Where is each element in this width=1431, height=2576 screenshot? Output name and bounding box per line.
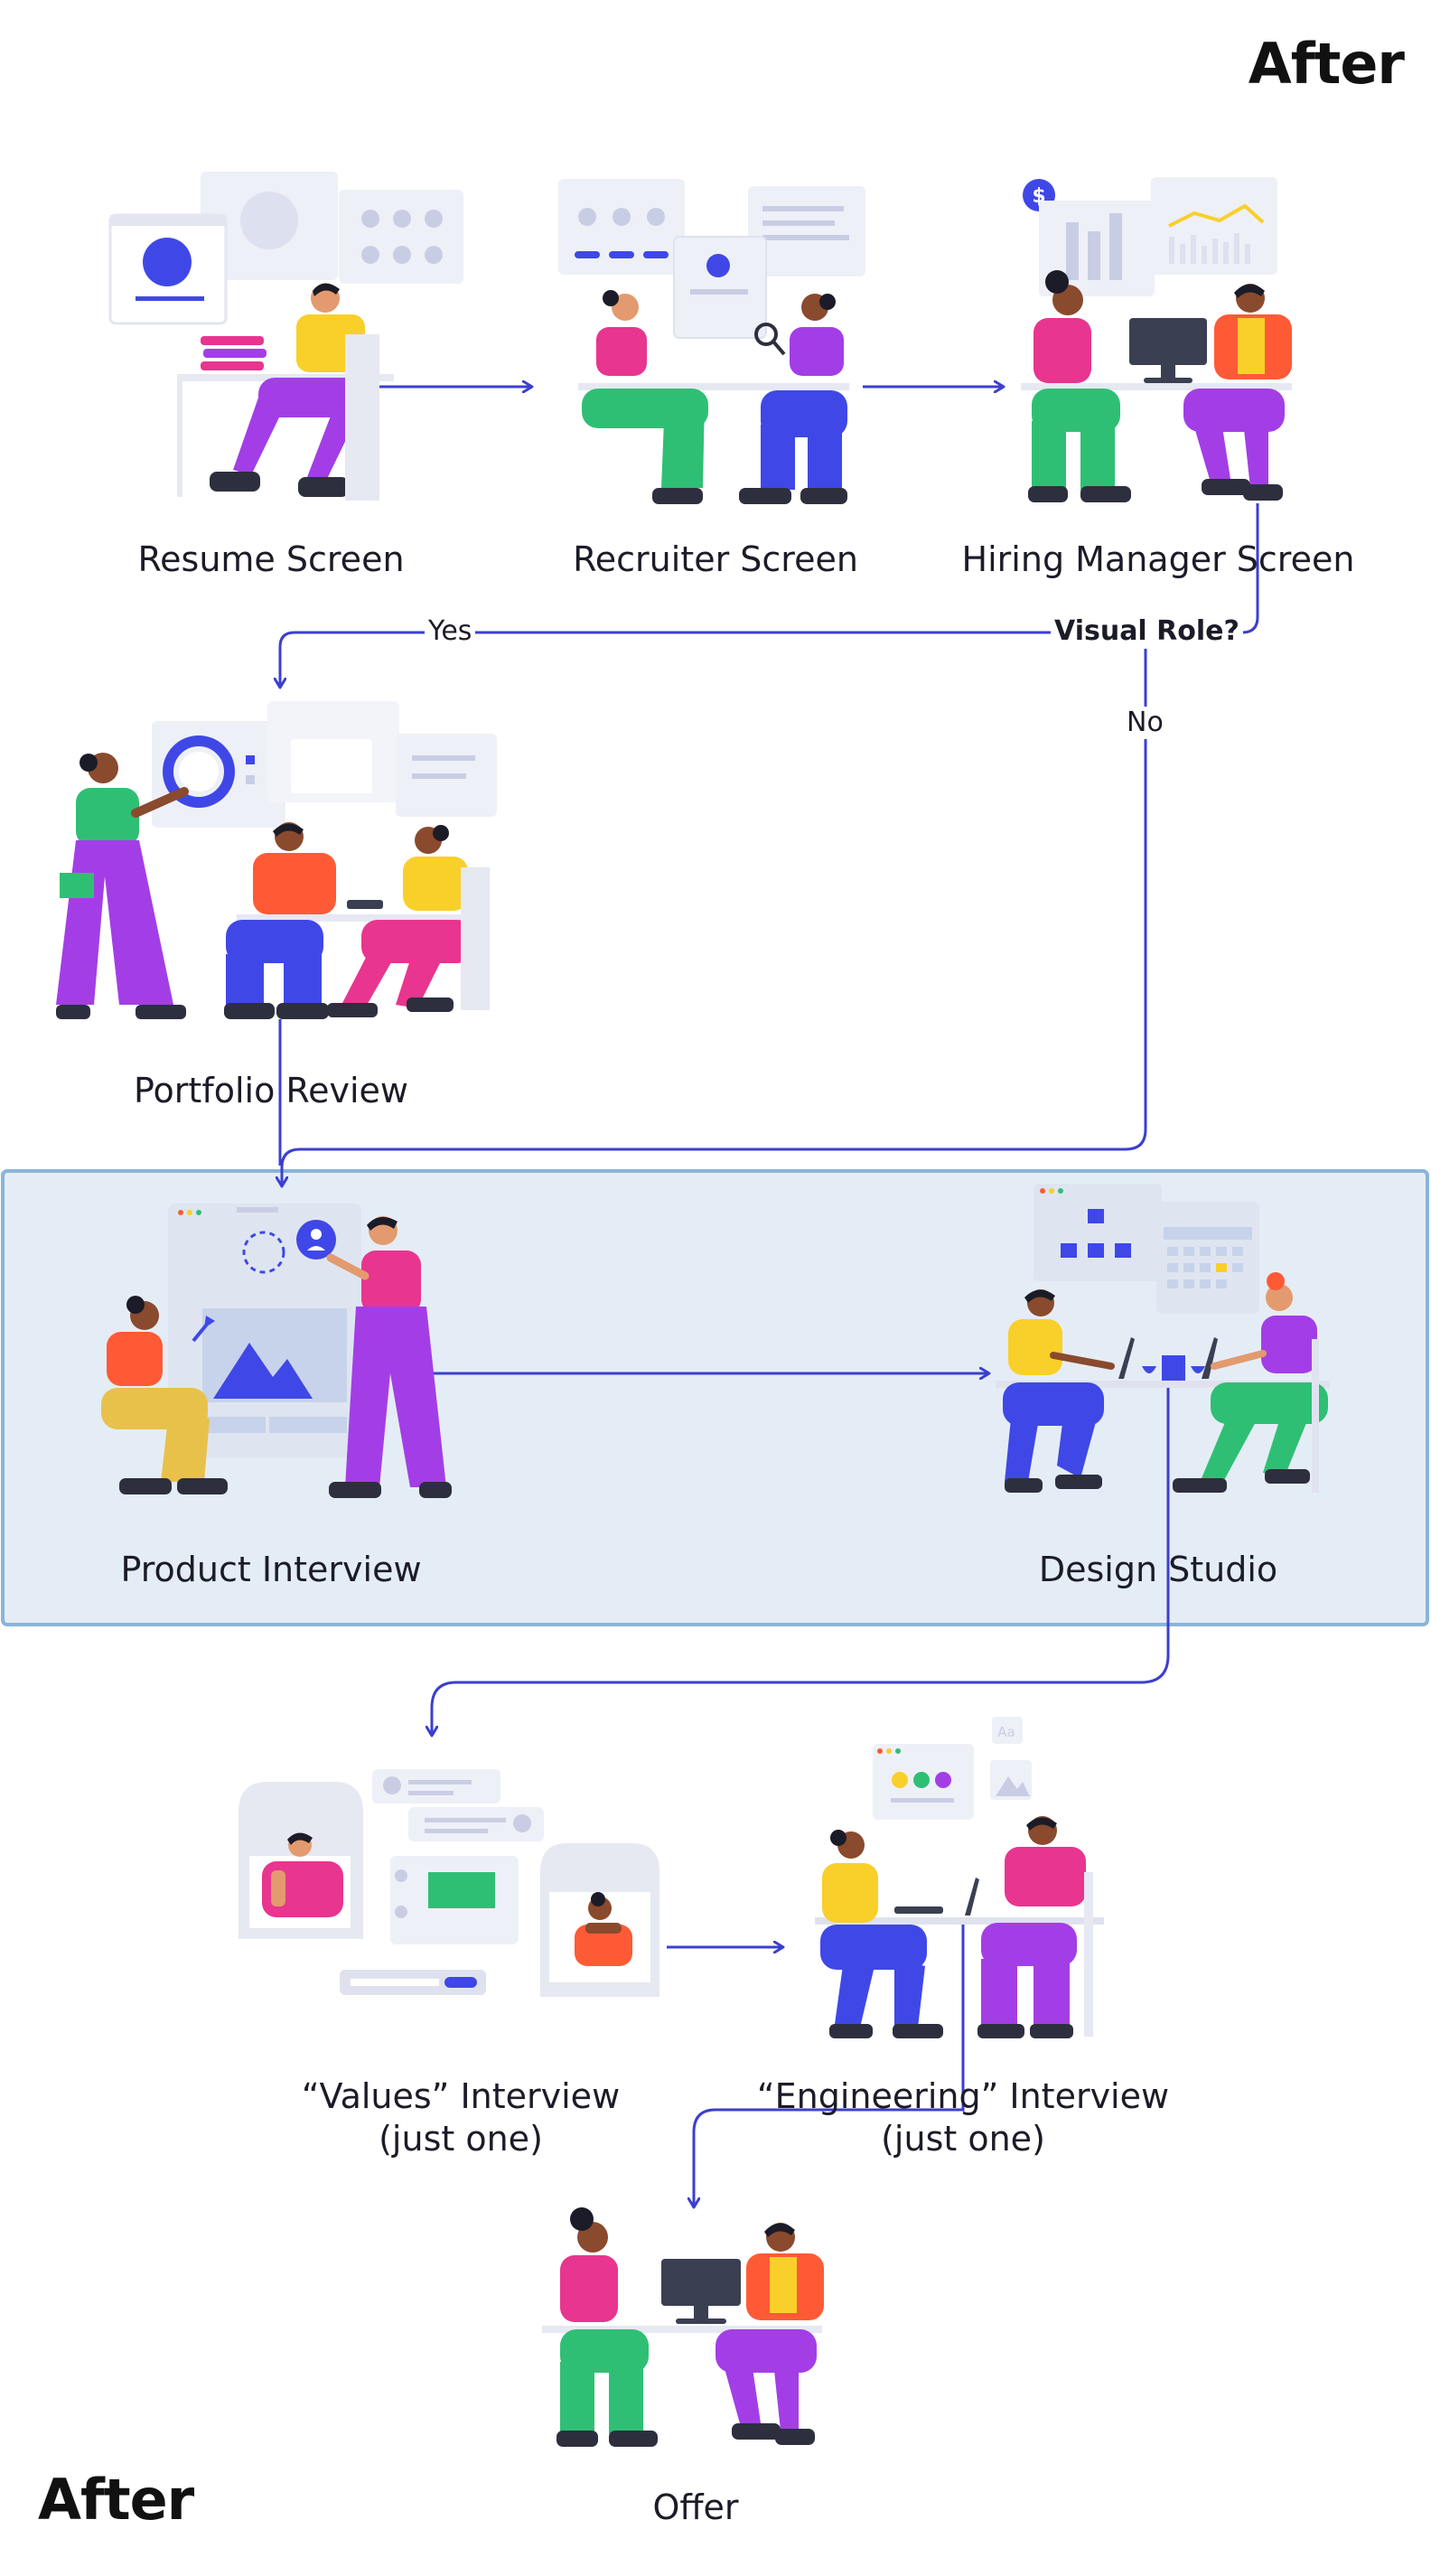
node-portfolio-review: Portfolio Review xyxy=(134,1071,408,1110)
top-heading: After xyxy=(1248,31,1405,97)
decision-visual-role: Visual Role? xyxy=(1051,615,1243,648)
engineering-interview-title: “Engineering” Interview xyxy=(756,2076,1170,2116)
product-interview-illustration xyxy=(101,1204,452,1498)
bottom-heading: After xyxy=(38,2467,194,2533)
values-interview-subtitle: (just one) xyxy=(379,2119,543,2159)
node-values-interview: “Values” Interview (just one) xyxy=(271,2075,650,2160)
portfolio-review-illustration xyxy=(56,701,497,1019)
values-interview-title: “Values” Interview xyxy=(301,2076,621,2116)
edge-label-yes: Yes xyxy=(425,615,476,648)
edge-decision-yes xyxy=(280,631,1052,687)
node-offer: Offer xyxy=(652,2487,739,2527)
resume-screen-illustration xyxy=(108,172,463,501)
node-hiring-manager-screen: Hiring Manager Screen xyxy=(961,539,1355,579)
node-design-studio: Design Studio xyxy=(1038,1550,1278,1589)
engineering-interview-illustration: Aa xyxy=(815,1717,1104,2038)
offer-illustration xyxy=(542,2207,824,2447)
node-product-interview: Product Interview xyxy=(120,1550,422,1589)
values-interview-illustration xyxy=(238,1769,659,1997)
design-studio-illustration xyxy=(996,1184,1330,1493)
edge-label-no: No xyxy=(1123,707,1167,739)
edge-decision-no xyxy=(282,649,1147,1185)
recruiter-screen-illustration xyxy=(558,179,865,504)
node-resume-screen: Resume Screen xyxy=(137,539,405,579)
engineering-interview-subtitle: (just one) xyxy=(881,2119,1045,2159)
edge-design-out xyxy=(432,1387,1170,1735)
svg-text:Aa: Aa xyxy=(997,1724,1015,1740)
edge-engineering-to-offer xyxy=(694,1920,965,2206)
hiring-manager-screen-illustration: $ xyxy=(1021,177,1292,502)
node-engineering-interview: “Engineering” Interview (just one) xyxy=(755,2075,1171,2160)
node-recruiter-screen: Recruiter Screen xyxy=(573,539,858,579)
connectors xyxy=(280,387,1259,2206)
